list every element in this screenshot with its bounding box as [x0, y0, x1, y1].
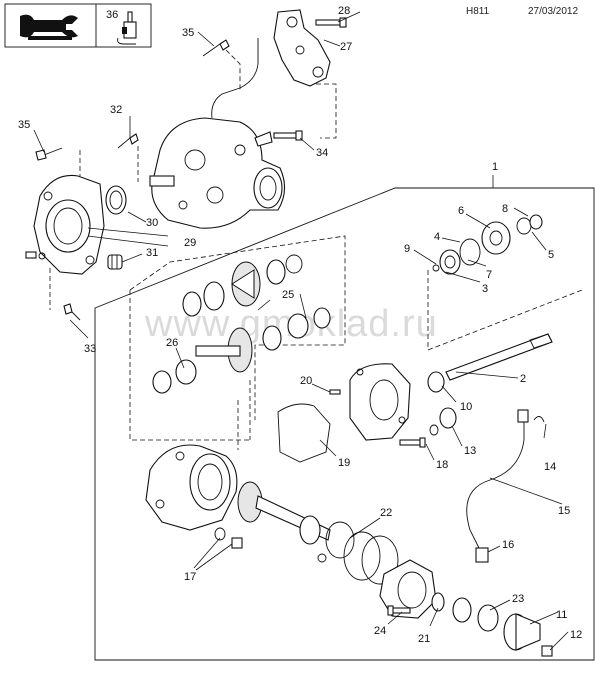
callout-32: 32: [110, 104, 122, 116]
ring-gear-25: [182, 254, 331, 339]
leader-lines: [33, 11, 569, 651]
callout-22: 22: [380, 507, 392, 519]
callout-8: 8: [502, 203, 508, 215]
seal-21: [431, 592, 445, 612]
differential-carrier: [349, 363, 411, 441]
callout-21: 21: [418, 633, 430, 645]
seal-group-3-9: [432, 214, 543, 275]
o-ring-22a: [343, 531, 381, 581]
workbench-wrench-icon: [20, 14, 78, 40]
bushing-31: [107, 254, 123, 270]
callout-29: 29: [184, 237, 196, 249]
rear-housing: [145, 444, 238, 531]
diagram-date: 27/03/2012: [528, 6, 579, 17]
output-shaft-2: [445, 333, 553, 381]
callout-18: 18: [436, 459, 448, 471]
callout-34: 34: [316, 147, 328, 159]
callout-28: 28: [338, 5, 350, 17]
gasket-19: [277, 403, 331, 463]
callout-10: 10: [460, 401, 472, 413]
bearing-10: [427, 371, 445, 393]
callout-35-top: 35: [182, 27, 194, 39]
callout-15: 15: [558, 505, 570, 517]
bolt-35-top: [202, 39, 230, 57]
plug-20: [329, 389, 341, 395]
legend-box: [4, 3, 152, 48]
callout-35-left: 35: [18, 119, 30, 131]
callout-2: 2: [520, 373, 526, 385]
callout-25: 25: [282, 289, 294, 301]
callout-14: 14: [544, 461, 556, 473]
nut-12: [541, 645, 553, 657]
diagram-code: H811: [466, 6, 490, 17]
input-shaft-assembly: [237, 481, 355, 563]
bolt-18: [399, 437, 426, 448]
callout-7: 7: [486, 269, 492, 281]
bearing-23: [452, 597, 472, 623]
callout-4: 4: [434, 231, 440, 243]
callout-19: 19: [338, 457, 350, 469]
callout-numbers: 1 2 3 4 5 6 7 8 9 10 11 12 13 14 15 16 1…: [18, 5, 582, 645]
callout-11: 11: [556, 609, 567, 621]
callout-6: 6: [458, 205, 464, 217]
callout-30: 30: [146, 217, 158, 229]
bolt-28: [315, 17, 347, 28]
seal-30: [105, 185, 127, 215]
kit-frame: [94, 187, 595, 661]
callout-27: 27: [340, 41, 352, 53]
sensor-cable-15: [466, 420, 525, 551]
bolt-33: [63, 303, 81, 321]
callout-33: 33: [84, 343, 96, 355]
callout-24: 24: [374, 625, 386, 637]
callout-31: 31: [146, 247, 158, 259]
vent-tube: [211, 38, 259, 119]
washer-17: [214, 527, 226, 541]
sealant-tube-icon: [117, 11, 137, 45]
bolt-35-left: [35, 147, 63, 161]
callout-5: 5: [548, 249, 554, 261]
sensor-13: [429, 407, 457, 436]
extension-housing: [379, 559, 437, 619]
cable-connector-top: [517, 409, 529, 423]
connector-16: [475, 547, 489, 563]
callout-9: 9: [404, 243, 410, 255]
plug-17: [231, 537, 243, 549]
clip-14: [533, 416, 545, 423]
bolt-34: [273, 130, 303, 141]
adapter-plate: [25, 174, 105, 275]
transfer-case-housing: [149, 117, 286, 229]
callout-13: 13: [464, 445, 476, 457]
callout-12: 12: [570, 629, 582, 641]
callout-1: 1: [492, 161, 498, 173]
callout-3: 3: [482, 283, 488, 295]
bearing-23b: [477, 604, 499, 632]
callout-16: 16: [502, 539, 514, 551]
callout-17: 17: [184, 571, 196, 583]
callout-20: 20: [300, 375, 312, 387]
flange-11: [503, 613, 541, 651]
bolt-32: [117, 133, 139, 149]
callout-26: 26: [166, 337, 178, 349]
mounting-bracket: [273, 9, 331, 87]
pinion-gear-26: [152, 325, 282, 394]
callout-36: 36: [106, 9, 118, 21]
o-ring-22b: [361, 535, 399, 585]
callout-23: 23: [512, 593, 524, 605]
